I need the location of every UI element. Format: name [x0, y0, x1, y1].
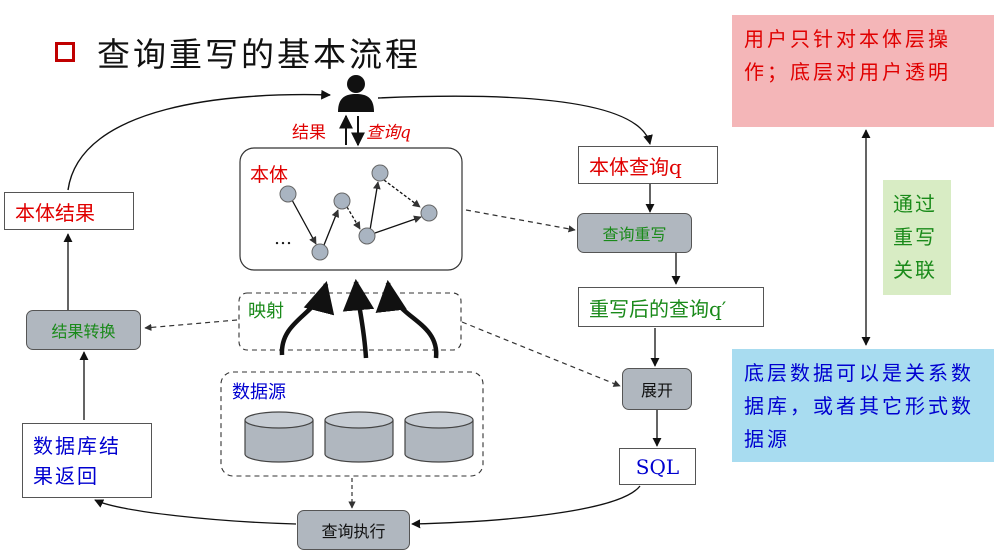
ontology-result-box: 本体结果 [4, 192, 134, 230]
query-label: 查询q [366, 123, 411, 143]
query-execution-text: 查询执行 [321, 522, 386, 541]
result-conversion-box: 结果转换 [26, 310, 141, 350]
user-icon [338, 75, 374, 112]
data-source-label: 数据源 [232, 382, 286, 403]
data-source-box [220, 371, 484, 477]
note-top-text: 用户只针对本体层操作；底层对用户透明 [744, 27, 951, 84]
graph-node [358, 227, 376, 245]
note-bottom-text: 底层数据可以是关系数据库，或者其它形式数据源 [744, 361, 974, 451]
dashed-ontology-to-rewrite [465, 209, 576, 233]
expand-box: 展开 [622, 368, 692, 410]
note-bottom: 底层数据可以是关系数据库，或者其它形式数据源 [732, 349, 994, 462]
ontology-label: 本体 [250, 164, 289, 186]
page-title-text: 查询重写的基本流程 [97, 35, 421, 74]
note-middle: 通过重写关联 [883, 180, 951, 295]
curve-execution-to-db-result [94, 499, 297, 525]
result-conversion-text: 结果转换 [51, 322, 116, 341]
graph-node [279, 185, 297, 203]
page-title: 查询重写的基本流程 [55, 28, 421, 76]
graph-node [420, 204, 438, 222]
bullet-square-icon [55, 42, 75, 62]
graph-node [311, 243, 329, 261]
dashed-mapping-to-conversion [144, 319, 238, 332]
curve-ontology-result-to-user [67, 89, 331, 191]
graph-node [333, 192, 351, 210]
database-icon [324, 411, 394, 463]
db-result-return-text: 数据库结果返回 [33, 433, 121, 488]
query-execution-box: 查询执行 [297, 510, 410, 550]
curve-user-to-ontology-query [377, 95, 653, 145]
note-top: 用户只针对本体层操作；底层对用户透明 [732, 15, 994, 127]
thick-arrow-3 [375, 279, 439, 359]
dashed-mapping-to-expand [461, 321, 621, 387]
rewritten-query-box: 重写后的查询q′ [578, 287, 764, 327]
mapping-label: 映射 [248, 301, 284, 322]
curve-sql-to-execution [411, 485, 641, 529]
expand-text: 展开 [640, 381, 673, 400]
graph-node [371, 164, 389, 182]
database-icon [244, 411, 314, 463]
graph-ellipsis: … [274, 228, 292, 249]
ontology-box [239, 147, 463, 271]
note-middle-text: 通过重写关联 [893, 192, 937, 282]
thick-arrow-2 [342, 278, 375, 359]
sql-text: SQL [635, 454, 680, 479]
ontology-graph [279, 164, 438, 261]
query-rewrite-text: 查询重写 [602, 225, 667, 244]
rewritten-query-text: 重写后的查询q′ [589, 296, 727, 321]
database-icon [404, 411, 474, 463]
db-result-return-box: 数据库结果返回 [22, 423, 152, 498]
ontology-query-box: 本体查询q [578, 146, 718, 184]
query-rewrite-box: 查询重写 [577, 213, 692, 253]
ontology-query-text: 本体查询q [589, 154, 682, 179]
result-label: 结果 [292, 123, 326, 143]
sql-box: SQL [619, 448, 696, 485]
ontology-result-text: 本体结果 [15, 200, 95, 225]
thick-arrow-1 [279, 280, 335, 356]
